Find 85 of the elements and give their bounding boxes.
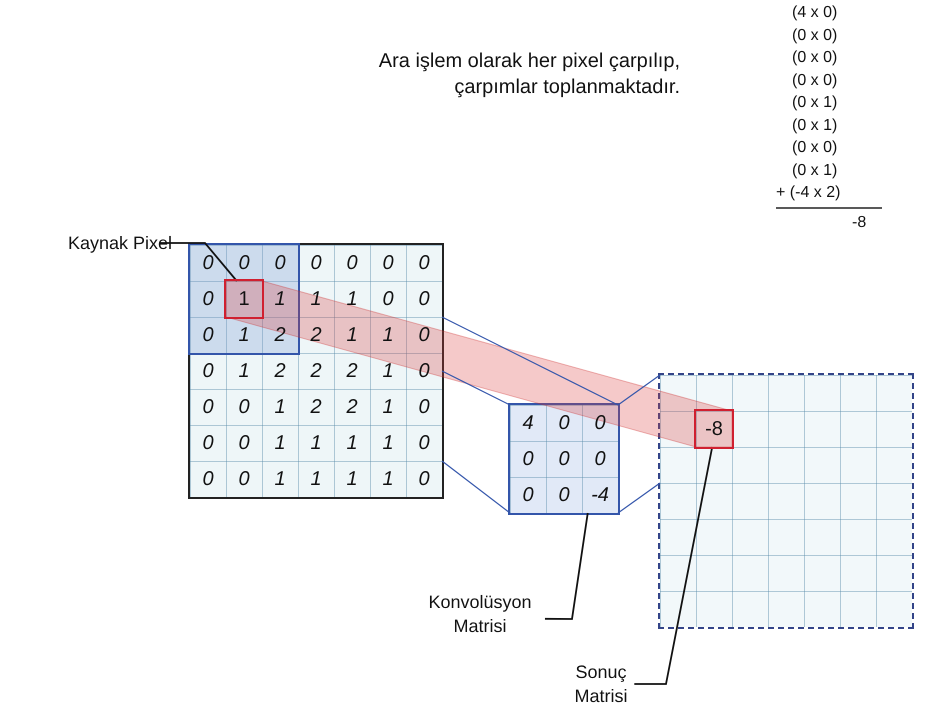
matrix-value: 0 [381, 250, 395, 276]
matrix-value: 0 [593, 410, 607, 436]
matrix-value: 2 [345, 358, 359, 384]
matrix-value: 1 [381, 358, 395, 384]
matrix-value: -4 [590, 482, 610, 508]
matrix-value: 0 [381, 286, 395, 312]
matrix-value: 1 [345, 466, 359, 492]
leader-line [160, 242, 238, 282]
sum-result: -8 [852, 214, 866, 232]
matrix-value: 0 [557, 482, 571, 508]
product-term: (0 x 0) [792, 72, 838, 90]
matrix-value: 0 [521, 446, 535, 472]
matrix-value: 0 [417, 286, 431, 312]
projection-line [618, 374, 660, 406]
matrix-value: 0 [309, 250, 323, 276]
matrix-value: 1 [309, 430, 323, 456]
product-term: (0 x 0) [792, 139, 838, 157]
projection-line [442, 460, 510, 514]
source-matrix [190, 245, 442, 497]
matrix-value: 1 [381, 322, 395, 348]
matrix-value: 1 [345, 286, 359, 312]
matrix-value: 2 [309, 358, 323, 384]
source-pixel: 1 [226, 281, 262, 317]
matrix-value: 1 [345, 322, 359, 348]
product-term: (0 x 1) [792, 116, 838, 134]
matrix-value: 0 [201, 430, 215, 456]
source-window [190, 245, 298, 353]
matrix-value: 0 [557, 446, 571, 472]
result-matrix [660, 375, 912, 627]
callout-label: Kaynak Pixel [66, 232, 174, 255]
matrix-value: 1 [237, 322, 251, 348]
leader-line [634, 446, 714, 685]
callout-label: Konvolüsyon Matrisi [427, 591, 533, 638]
matrix-value: 0 [237, 250, 251, 276]
note-text: Ara işlem olarak her pixel çarpılıp, çarpımlar toplanmaktadır. [378, 49, 680, 100]
projection-line [442, 316, 618, 406]
matrix-value: 0 [593, 446, 607, 472]
projection-line [618, 482, 660, 514]
matrix-value: 0 [417, 322, 431, 348]
matrix-value: 0 [273, 250, 287, 276]
product-term: (0 x 0) [792, 49, 838, 67]
product-term: (0 x 0) [792, 26, 838, 44]
matrix-value: 0 [417, 394, 431, 420]
product-term: (0 x 1) [792, 94, 838, 112]
matrix-value: 0 [417, 430, 431, 456]
result-pixel: -8 [696, 411, 732, 447]
callout-label: Sonuç Matrisi [574, 661, 628, 708]
matrix-value: 0 [237, 394, 251, 420]
matrix-value: 2 [309, 394, 323, 420]
matrix-value: 0 [521, 482, 535, 508]
product-term: (0 x 1) [792, 162, 838, 180]
matrix-value: 0 [417, 358, 431, 384]
matrix-value: 0 [201, 466, 215, 492]
matrix-value: 1 [381, 430, 395, 456]
matrix-value: 2 [309, 322, 323, 348]
matrix-value: 0 [417, 250, 431, 276]
matrix-value: 1 [237, 358, 251, 384]
matrix-value: 0 [345, 250, 359, 276]
matrix-value: 0 [201, 250, 215, 276]
matrix-value: 4 [521, 410, 535, 436]
matrix-value: 1 [345, 430, 359, 456]
matrix-value: 0 [201, 322, 215, 348]
matrix-value: 0 [237, 466, 251, 492]
kernel-matrix [510, 405, 618, 513]
matrix-value: 1 [273, 394, 287, 420]
matrix-value: 1 [381, 394, 395, 420]
matrix-value: 1 [381, 466, 395, 492]
matrix-value: 1 [309, 286, 323, 312]
matrix-value: 0 [201, 358, 215, 384]
leader-line [544, 512, 589, 620]
matrix-value: 1 [273, 286, 287, 312]
matrix-value: 0 [237, 430, 251, 456]
matrix-value: 2 [273, 322, 287, 348]
matrix-value: 0 [417, 466, 431, 492]
matrix-value: 1 [273, 466, 287, 492]
matrix-value: 0 [201, 286, 215, 312]
matrix-value: 2 [345, 394, 359, 420]
product-term: (4 x 0) [792, 4, 838, 22]
matrix-value: 2 [273, 358, 287, 384]
matrix-value: 1 [309, 466, 323, 492]
product-term: + (-4 x 2) [776, 184, 840, 202]
matrix-value: 0 [557, 410, 571, 436]
matrix-value: 1 [273, 430, 287, 456]
matrix-value: 0 [201, 394, 215, 420]
projection-line [442, 370, 510, 406]
